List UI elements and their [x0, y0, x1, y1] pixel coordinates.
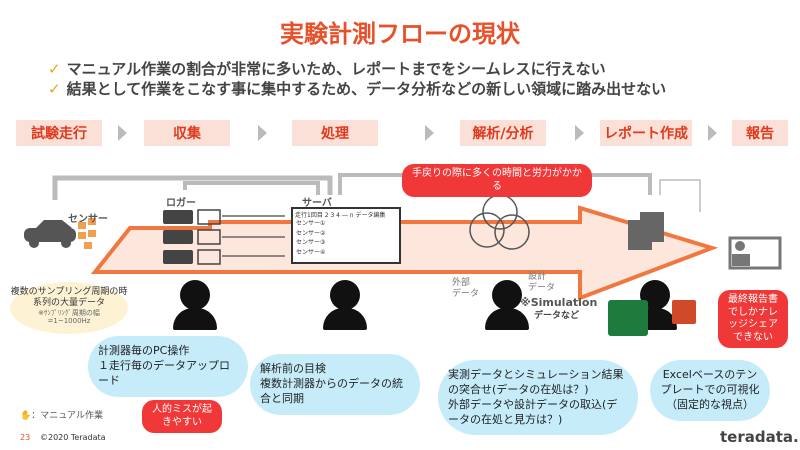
cloud-item: 実測データとシミュレーション結果の突合せ(データの在処は？): [448, 368, 624, 396]
server-box: [291, 207, 401, 264]
chevron-icon: [118, 125, 127, 141]
sensor-row: センサー①: [296, 220, 326, 227]
worker-body: [485, 308, 529, 330]
flow-diagram: [24, 173, 782, 301]
cloud-process: 解析前の目検複数計測器からのデータの統合と同期: [250, 354, 420, 415]
external-data-label: 外部 データ: [452, 278, 480, 299]
copyright: ©2020 Teradata: [40, 433, 106, 442]
connector-lines: [222, 215, 285, 257]
legend-text: ：マニュアル作業: [31, 411, 103, 421]
cloud-item: 複数計測器からのデータの統合と同期: [260, 376, 403, 405]
worker-avatar: [492, 280, 522, 310]
design-data-label: 設計 データ: [528, 272, 556, 293]
bullet-2: ✓ 結果として作業をこなす事に集中するため、データ分析などの新しい領域に踏み出せな…: [48, 78, 666, 99]
feedback-arrow: [183, 181, 320, 195]
chevron-icon: [708, 125, 717, 141]
car-icon: [24, 220, 76, 248]
excel-icon: [608, 300, 648, 336]
sensor-row: センサー④: [296, 248, 326, 256]
step-collect: 収集: [144, 120, 230, 146]
step-reporting: 報告: [732, 120, 788, 146]
laptop-icon: [197, 209, 221, 265]
chevron-icon: [575, 125, 584, 141]
cloud-item: 計測器毎のPC操作: [98, 344, 190, 357]
teradata-logo: teradata.: [720, 428, 799, 446]
sampling-range: =1~1000Hz: [47, 316, 91, 325]
check-icon: ✓: [48, 60, 61, 78]
worker-body: [323, 308, 367, 330]
bullet-text: 結果として作業をこなす事に集中するため、データ分析などの新しい領域に踏み出せない: [66, 80, 667, 98]
hand-icon: ✋: [20, 411, 32, 421]
logger-icon: [163, 210, 193, 264]
sampling-callout: 複数のサンプリング周期の時系列の大量データ ※ｻﾝﾌﾟﾘﾝｸﾞ周期の幅 =1~1…: [10, 282, 128, 334]
sensor-row: センサー②: [296, 229, 326, 237]
simulation-label: ※Simulation: [520, 296, 598, 309]
chevron-icon: [425, 125, 434, 141]
sensor-row: センサー③: [296, 239, 326, 246]
chevron-icon: [258, 125, 267, 141]
server-label: サーバ: [302, 198, 332, 209]
feedback-arrow: [659, 179, 701, 212]
cloud-item: １走行毎のデータアップロード: [98, 358, 230, 387]
step-process: 処理: [292, 120, 378, 146]
cloud-item: 外部データや設計データの取込(データの在処と見方は？): [448, 397, 618, 426]
sensor-label: センサー: [68, 214, 108, 225]
cloud-item: Excelベースのテンプレートでの可視化（固定的な視点）: [660, 368, 760, 411]
sensor-icon: [78, 218, 96, 249]
powerpoint-icon: [672, 300, 696, 324]
step-report: レポート作成: [600, 120, 692, 146]
feedback-arrow: [52, 175, 333, 200]
check-icon: ✓: [48, 80, 61, 98]
step-test-run: 試験走行: [16, 120, 102, 146]
rework-callout: 手戻りの際に多くの時間と労力がかかる: [402, 164, 592, 197]
cloud-item: 解析前の目検: [260, 362, 326, 375]
human-error-callout: 人的ミスが起きやすい: [142, 400, 222, 433]
bullet-text: マニュアル作業の割合が非常に多いため、レポートまでをシームレスに行えない: [66, 60, 606, 78]
sampling-note: ※ｻﾝﾌﾟﾘﾝｸﾞ周期の幅: [38, 308, 100, 317]
logger-label: ロガー: [166, 198, 196, 209]
sampling-title: 複数のサンプリング周期の時系列の大量データ: [10, 287, 128, 308]
documents-icon: [628, 212, 664, 250]
cloud-analysis: 実測データとシミュレーション結果の突合せ(データの在処は？)外部データや設計デー…: [438, 360, 638, 436]
page-title: 実験計測フローの現状: [280, 20, 520, 48]
presenter-icon: [728, 236, 782, 270]
sensor-rows: センサー① センサー② センサー③ センサー④: [296, 219, 325, 257]
final-report-callout: 最終報告書でしかナレッジシェアできない: [718, 290, 788, 348]
worker-avatar: [180, 280, 210, 310]
step-analysis: 解析/分析: [460, 120, 546, 146]
server-header: 走行1回目 2 3 4 ― n データ編集: [295, 212, 386, 219]
cloud-report: Excelベースのテンプレートでの可視化（固定的な視点）: [650, 360, 770, 421]
worker-avatar: [330, 280, 360, 310]
legend-manual-work: ✋：マニュアル作業: [20, 408, 103, 421]
simulation-sub-label: データなど: [534, 311, 580, 321]
worker-body: [173, 308, 217, 330]
page-number: 23: [20, 433, 31, 442]
bullet-1: ✓ マニュアル作業の割合が非常に多いため、レポートまでをシームレスに行えない: [48, 58, 606, 79]
